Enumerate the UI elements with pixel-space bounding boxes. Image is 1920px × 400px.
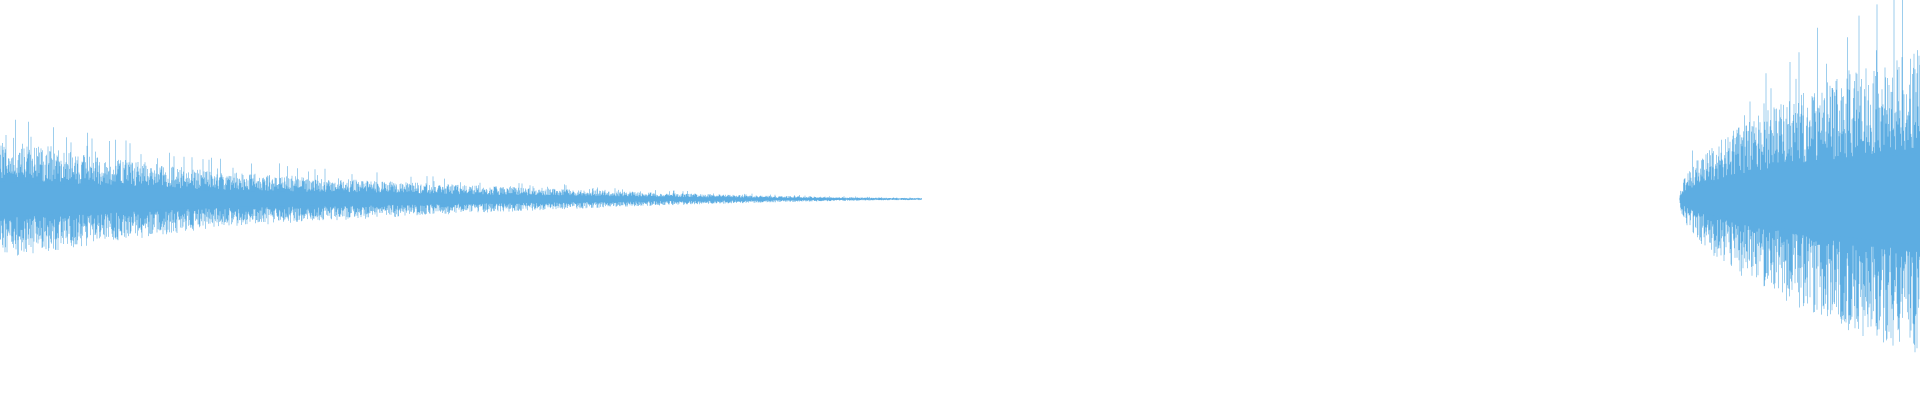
rising-segment-core <box>1679 152 1920 246</box>
decaying-segment-core <box>0 181 922 217</box>
waveform-layer <box>0 0 1920 353</box>
